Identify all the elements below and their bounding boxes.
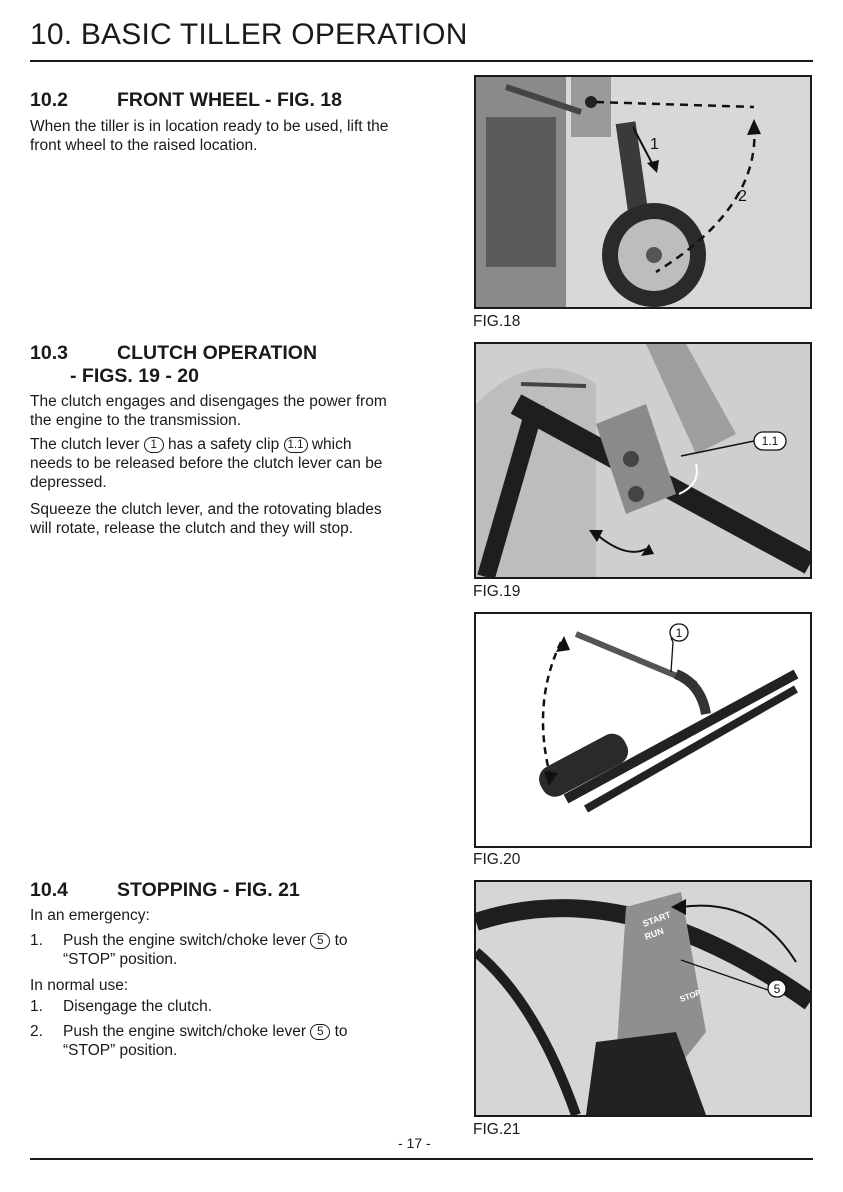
text-fragment: to — [334, 932, 348, 949]
text-line: When the tiller is in location ready to … — [30, 118, 389, 135]
figure-caption: FIG.20 — [473, 851, 521, 868]
figure-19-photo: 1.1 — [474, 342, 812, 579]
text-fragment: Push the engine switch/choke lever — [63, 1023, 306, 1040]
section-number: 10.3 — [30, 342, 68, 364]
text-line: front wheel to the raised location. — [30, 137, 258, 154]
step-text: Disengage the clutch. — [63, 998, 213, 1015]
section-title: FRONT WHEEL - FIG. 18 — [117, 89, 342, 111]
section-10-2-heading: 10.2 FRONT WHEEL - FIG. 18 — [30, 88, 342, 112]
figure-caption: FIG.21 — [473, 1121, 521, 1138]
section-10-3-para-3: Squeeze the clutch lever, and the rotova… — [30, 500, 450, 538]
text-fragment: “STOP” position. — [63, 1042, 178, 1059]
text-line: the engine to the transmission. — [30, 412, 242, 429]
section-title: CLUTCH OPERATION — [117, 342, 318, 364]
callout-label: 1 — [676, 626, 683, 640]
emergency-label: In an emergency: — [30, 907, 150, 924]
step-text: Push the engine switch/choke lever 5 to … — [63, 931, 453, 969]
callout-ref: 5 — [310, 933, 331, 949]
text-line: The clutch engages and disengages the po… — [30, 393, 387, 410]
section-10-3-para-1: The clutch engages and disengages the po… — [30, 392, 450, 430]
arrow-label-2: 2 — [738, 188, 747, 205]
section-title: STOPPING - FIG. 21 — [117, 879, 300, 901]
step-text: Push the engine switch/choke lever 5 to … — [63, 1022, 453, 1060]
callout-ref: 1 — [143, 437, 164, 453]
text-fragment: to — [334, 1023, 348, 1040]
text-fragment: which — [311, 436, 352, 453]
step-number: 2. — [30, 1023, 43, 1040]
figure-20-photo: 1 — [474, 612, 812, 848]
callout-ref: 5 — [310, 1024, 331, 1040]
figure-18-photo: 1 2 — [474, 75, 812, 309]
callout-ref: 1.1 — [283, 437, 308, 453]
figure-caption: FIG.18 — [473, 313, 521, 330]
text-line: will rotate, release the clutch and they… — [30, 520, 354, 537]
step-number: 1. — [30, 998, 43, 1015]
text-fragment: “STOP” position. — [63, 951, 178, 968]
text-fragment: has a safety clip — [168, 436, 280, 453]
text-line: depressed. — [30, 474, 107, 491]
figure-caption: FIG.19 — [473, 583, 521, 600]
page-number: - 17 - — [398, 1135, 431, 1151]
step-number: 1. — [30, 932, 43, 949]
section-10-3-subtitle: - FIGS. 19 - 20 — [70, 365, 199, 387]
section-number: 10.4 — [30, 879, 68, 901]
front-wheel-illustration: 1 2 — [476, 77, 810, 307]
text-line: The clutch lever 1 has a safety clip 1.1… — [30, 435, 450, 454]
section-10-2-body: When the tiller is in location ready to … — [30, 117, 450, 155]
title-divider — [30, 60, 813, 62]
callout-label: 5 — [774, 982, 781, 996]
callout-label: 1.1 — [762, 434, 779, 448]
section-10-3-para-2: The clutch lever 1 has a safety clip 1.1… — [30, 435, 450, 492]
clutch-lever-illustration: 1.1 — [476, 344, 810, 577]
lever-travel-illustration: 1 — [476, 614, 810, 846]
text-fragment: The clutch lever — [30, 436, 140, 453]
text-fragment: Push the engine switch/choke lever — [63, 932, 306, 949]
page-title: 10. BASIC TILLER OPERATION — [30, 18, 468, 51]
section-10-3-heading: 10.3 CLUTCH OPERATION — [30, 341, 317, 365]
arrow-label-1: 1 — [650, 136, 659, 153]
text-line: Squeeze the clutch lever, and the rotova… — [30, 501, 382, 518]
engine-switch-illustration: START RUN STOP 5 — [476, 882, 810, 1115]
section-number: 10.2 — [30, 89, 68, 111]
text-line: needs to be released before the clutch l… — [30, 455, 383, 472]
normal-use-label: In normal use: — [30, 977, 129, 994]
figure-21-photo: START RUN STOP 5 — [474, 880, 812, 1117]
section-10-4-heading: 10.4 STOPPING - FIG. 21 — [30, 878, 300, 902]
footer-divider — [30, 1158, 813, 1160]
